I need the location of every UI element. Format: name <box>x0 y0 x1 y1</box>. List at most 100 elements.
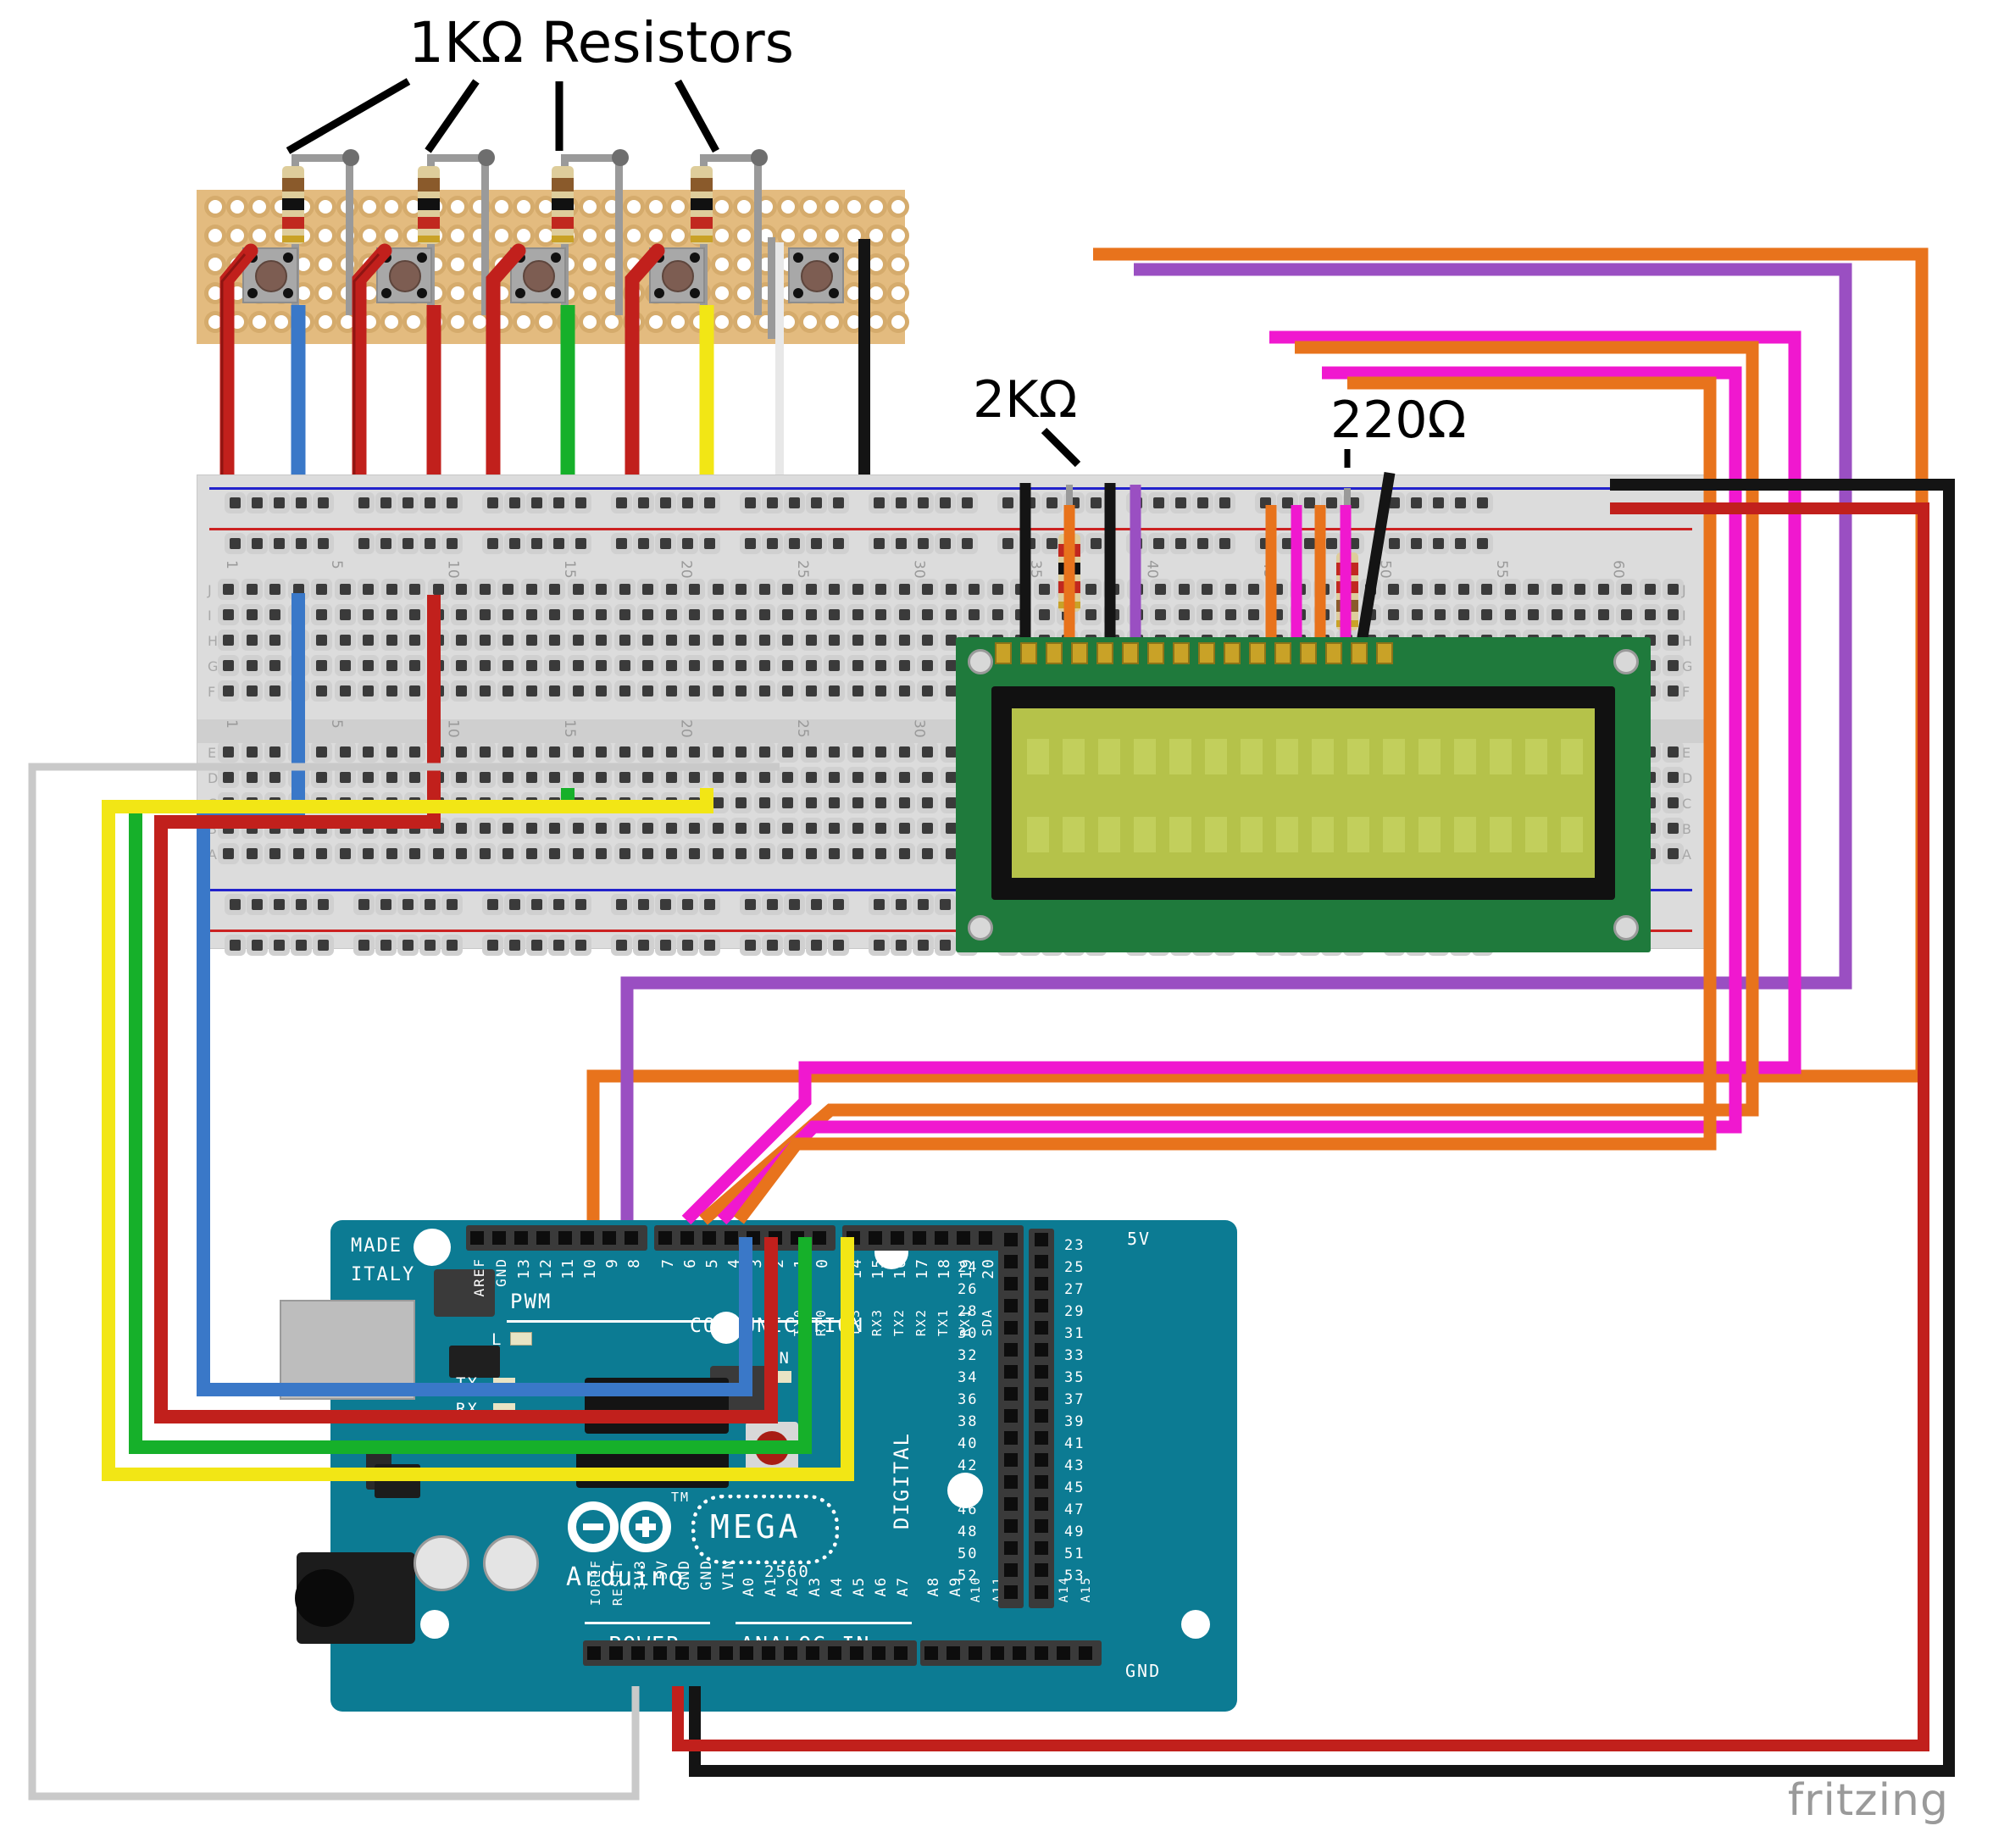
breadboard-hole[interactable] <box>572 746 584 758</box>
breadboard-hole[interactable] <box>269 685 280 696</box>
breadboard-rail-hole[interactable] <box>380 899 391 910</box>
breadboard-rail-hole[interactable] <box>940 899 951 910</box>
breadboard-hole[interactable] <box>945 746 957 758</box>
breadboard-rail-hole[interactable] <box>874 538 885 549</box>
digital-header-left-2[interactable] <box>654 1225 836 1251</box>
breadboard-hole[interactable] <box>619 584 630 595</box>
breadboard-rail-hole[interactable] <box>1326 497 1337 508</box>
breadboard-hole[interactable] <box>736 635 747 646</box>
breadboard-hole[interactable] <box>246 609 258 620</box>
breadboard-hole[interactable] <box>736 848 747 859</box>
breadboard-hole[interactable] <box>898 584 910 595</box>
breadboard-hole[interactable] <box>363 823 374 834</box>
breadboard-hole[interactable] <box>502 635 514 646</box>
pin-socket[interactable] <box>1035 1646 1048 1660</box>
breadboard-rail-hole[interactable] <box>1175 538 1186 549</box>
breadboard-hole[interactable] <box>456 848 467 859</box>
pin-socket[interactable] <box>872 1646 885 1660</box>
pin-socket[interactable] <box>1035 1431 1048 1445</box>
breadboard-hole[interactable] <box>619 609 630 620</box>
breadboard-hole[interactable] <box>386 685 397 696</box>
breadboard-hole[interactable] <box>969 609 980 620</box>
breadboard-hole[interactable] <box>223 660 234 671</box>
breadboard-rail-hole[interactable] <box>1046 538 1058 549</box>
pin-socket[interactable] <box>1035 1541 1048 1555</box>
breadboard-rail-hole[interactable] <box>811 940 822 951</box>
breadboard-hole[interactable] <box>549 685 560 696</box>
breadboard-rail-hole[interactable] <box>1477 538 1488 549</box>
breadboard-hole[interactable] <box>363 848 374 859</box>
breadboard-hole[interactable] <box>479 823 491 834</box>
pin-socket[interactable] <box>894 1646 908 1660</box>
breadboard-hole[interactable] <box>758 797 770 808</box>
analog-header-1[interactable] <box>736 1640 917 1666</box>
breadboard-hole[interactable] <box>502 823 514 834</box>
breadboard-hole[interactable] <box>922 685 933 696</box>
breadboard-hole[interactable] <box>1155 584 1166 595</box>
pin-socket[interactable] <box>747 1231 760 1245</box>
breadboard-hole[interactable] <box>782 660 793 671</box>
breadboard-hole[interactable] <box>736 609 747 620</box>
breadboard-rail-hole[interactable] <box>918 940 929 951</box>
breadboard-rail-hole[interactable] <box>833 899 844 910</box>
breadboard-hole[interactable] <box>736 685 747 696</box>
pin-socket[interactable] <box>740 1646 753 1660</box>
breadboard-rail-hole[interactable] <box>682 899 693 910</box>
breadboard-rail-hole[interactable] <box>767 940 778 951</box>
breadboard-hole[interactable] <box>805 660 817 671</box>
breadboard-hole[interactable] <box>269 660 280 671</box>
breadboard-rail-hole[interactable] <box>553 899 564 910</box>
breadboard-hole[interactable] <box>316 746 327 758</box>
pin-socket[interactable] <box>492 1231 506 1245</box>
breadboard-rail-hole[interactable] <box>704 497 715 508</box>
breadboard-rail-hole[interactable] <box>274 538 285 549</box>
breadboard-hole[interactable] <box>316 635 327 646</box>
breadboard-hole[interactable] <box>549 823 560 834</box>
breadboard-hole[interactable] <box>339 609 351 620</box>
breadboard-hole[interactable] <box>619 635 630 646</box>
breadboard-hole[interactable] <box>1668 772 1679 783</box>
breadboard-hole[interactable] <box>1108 584 1119 595</box>
pin-socket[interactable] <box>602 1231 616 1245</box>
breadboard-hole[interactable] <box>572 848 584 859</box>
breadboard-hole[interactable] <box>1015 584 1026 595</box>
pin-socket[interactable] <box>947 1646 960 1660</box>
breadboard-rail-hole[interactable] <box>487 497 498 508</box>
breadboard-hole[interactable] <box>736 823 747 834</box>
breadboard-hole[interactable] <box>1574 609 1585 620</box>
breadboard-hole[interactable] <box>805 823 817 834</box>
breadboard-hole[interactable] <box>619 823 630 834</box>
breadboard-hole[interactable] <box>292 772 304 783</box>
breadboard-hole[interactable] <box>269 635 280 646</box>
pin-socket[interactable] <box>1004 1365 1018 1379</box>
pin-socket[interactable] <box>924 1646 938 1660</box>
breadboard-hole[interactable] <box>456 660 467 671</box>
breadboard-hole[interactable] <box>432 635 444 646</box>
pin-socket[interactable] <box>769 1231 782 1245</box>
breadboard-rail-hole[interactable] <box>1131 538 1142 549</box>
breadboard-rail-hole[interactable] <box>638 940 649 951</box>
breadboard-rail-hole[interactable] <box>447 899 458 910</box>
breadboard-hole[interactable] <box>805 635 817 646</box>
breadboard-rail-hole[interactable] <box>425 940 436 951</box>
breadboard-hole[interactable] <box>502 848 514 859</box>
breadboard-hole[interactable] <box>619 772 630 783</box>
breadboard-hole[interactable] <box>1015 609 1026 620</box>
breadboard-rail-hole[interactable] <box>638 538 649 549</box>
breadboard-hole[interactable] <box>945 848 957 859</box>
breadboard-hole[interactable] <box>736 772 747 783</box>
pin-socket[interactable] <box>587 1646 601 1660</box>
breadboard-hole[interactable] <box>619 746 630 758</box>
breadboard-hole[interactable] <box>339 797 351 808</box>
breadboard-hole[interactable] <box>1528 609 1539 620</box>
breadboard-hole[interactable] <box>1668 635 1679 646</box>
breadboard-hole[interactable] <box>549 635 560 646</box>
breadboard-hole[interactable] <box>1435 584 1446 595</box>
breadboard-hole[interactable] <box>502 609 514 620</box>
breadboard-hole[interactable] <box>689 609 700 620</box>
digital-pin-headers[interactable] <box>330 1220 1237 1712</box>
pin-socket[interactable] <box>1004 1387 1018 1401</box>
breadboard-hole[interactable] <box>665 635 677 646</box>
breadboard-hole[interactable] <box>1178 609 1190 620</box>
breadboard-hole[interactable] <box>1248 584 1259 595</box>
